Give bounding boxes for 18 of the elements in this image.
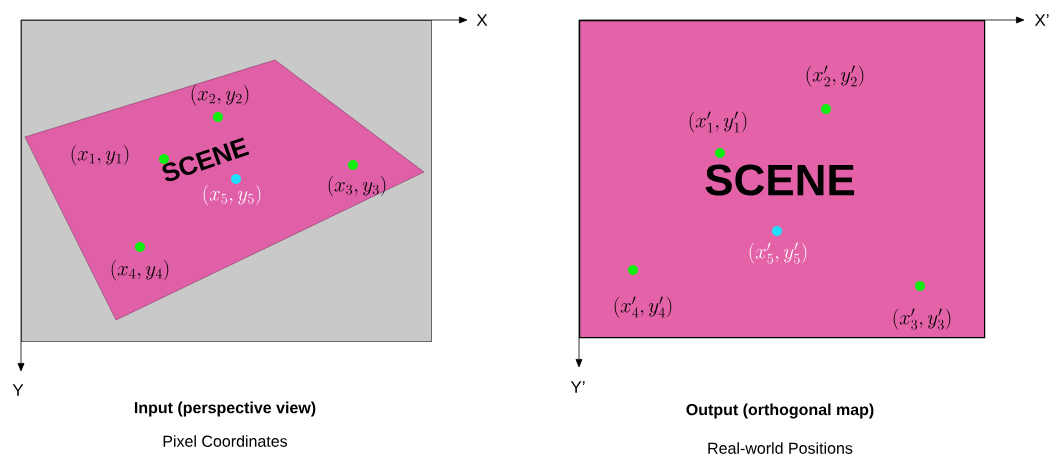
coordinate-label: $(x_4, y_4)$ — [111, 259, 169, 281]
panel-title: Output (orthogonal map) — [686, 403, 874, 419]
coordinate-label: $(x'_3, y'_3)$ — [893, 308, 951, 330]
coordinate-label: $(x_1, y_1)$ — [71, 144, 129, 166]
panel-subtitle: Real-world Positions — [708, 442, 853, 454]
axis-label: Y’ — [570, 381, 585, 393]
panel-title: Input (perspective view) — [134, 401, 316, 417]
coordinate-label: $(x'_1, y'_1)$ — [689, 111, 747, 133]
axis-label: Y — [12, 384, 24, 396]
coordinate-label: $(x'_5, y'_5)$ — [749, 242, 807, 264]
coordinate-label: $(x_3, y_3)$ — [328, 175, 386, 197]
coordinate-label: $(x_2, y_2)$ — [191, 84, 249, 106]
coordinate-label: $(x_5, y_5)$ — [203, 184, 261, 206]
panel-subtitle: Pixel Coordinates — [163, 435, 288, 447]
coordinate-label: $(x'_4, y'_4)$ — [614, 296, 672, 318]
axis-label: X’ — [1034, 14, 1049, 26]
coordinate-label: $(x'_2, y'_2)$ — [806, 65, 864, 87]
axis-label: X — [476, 14, 488, 26]
